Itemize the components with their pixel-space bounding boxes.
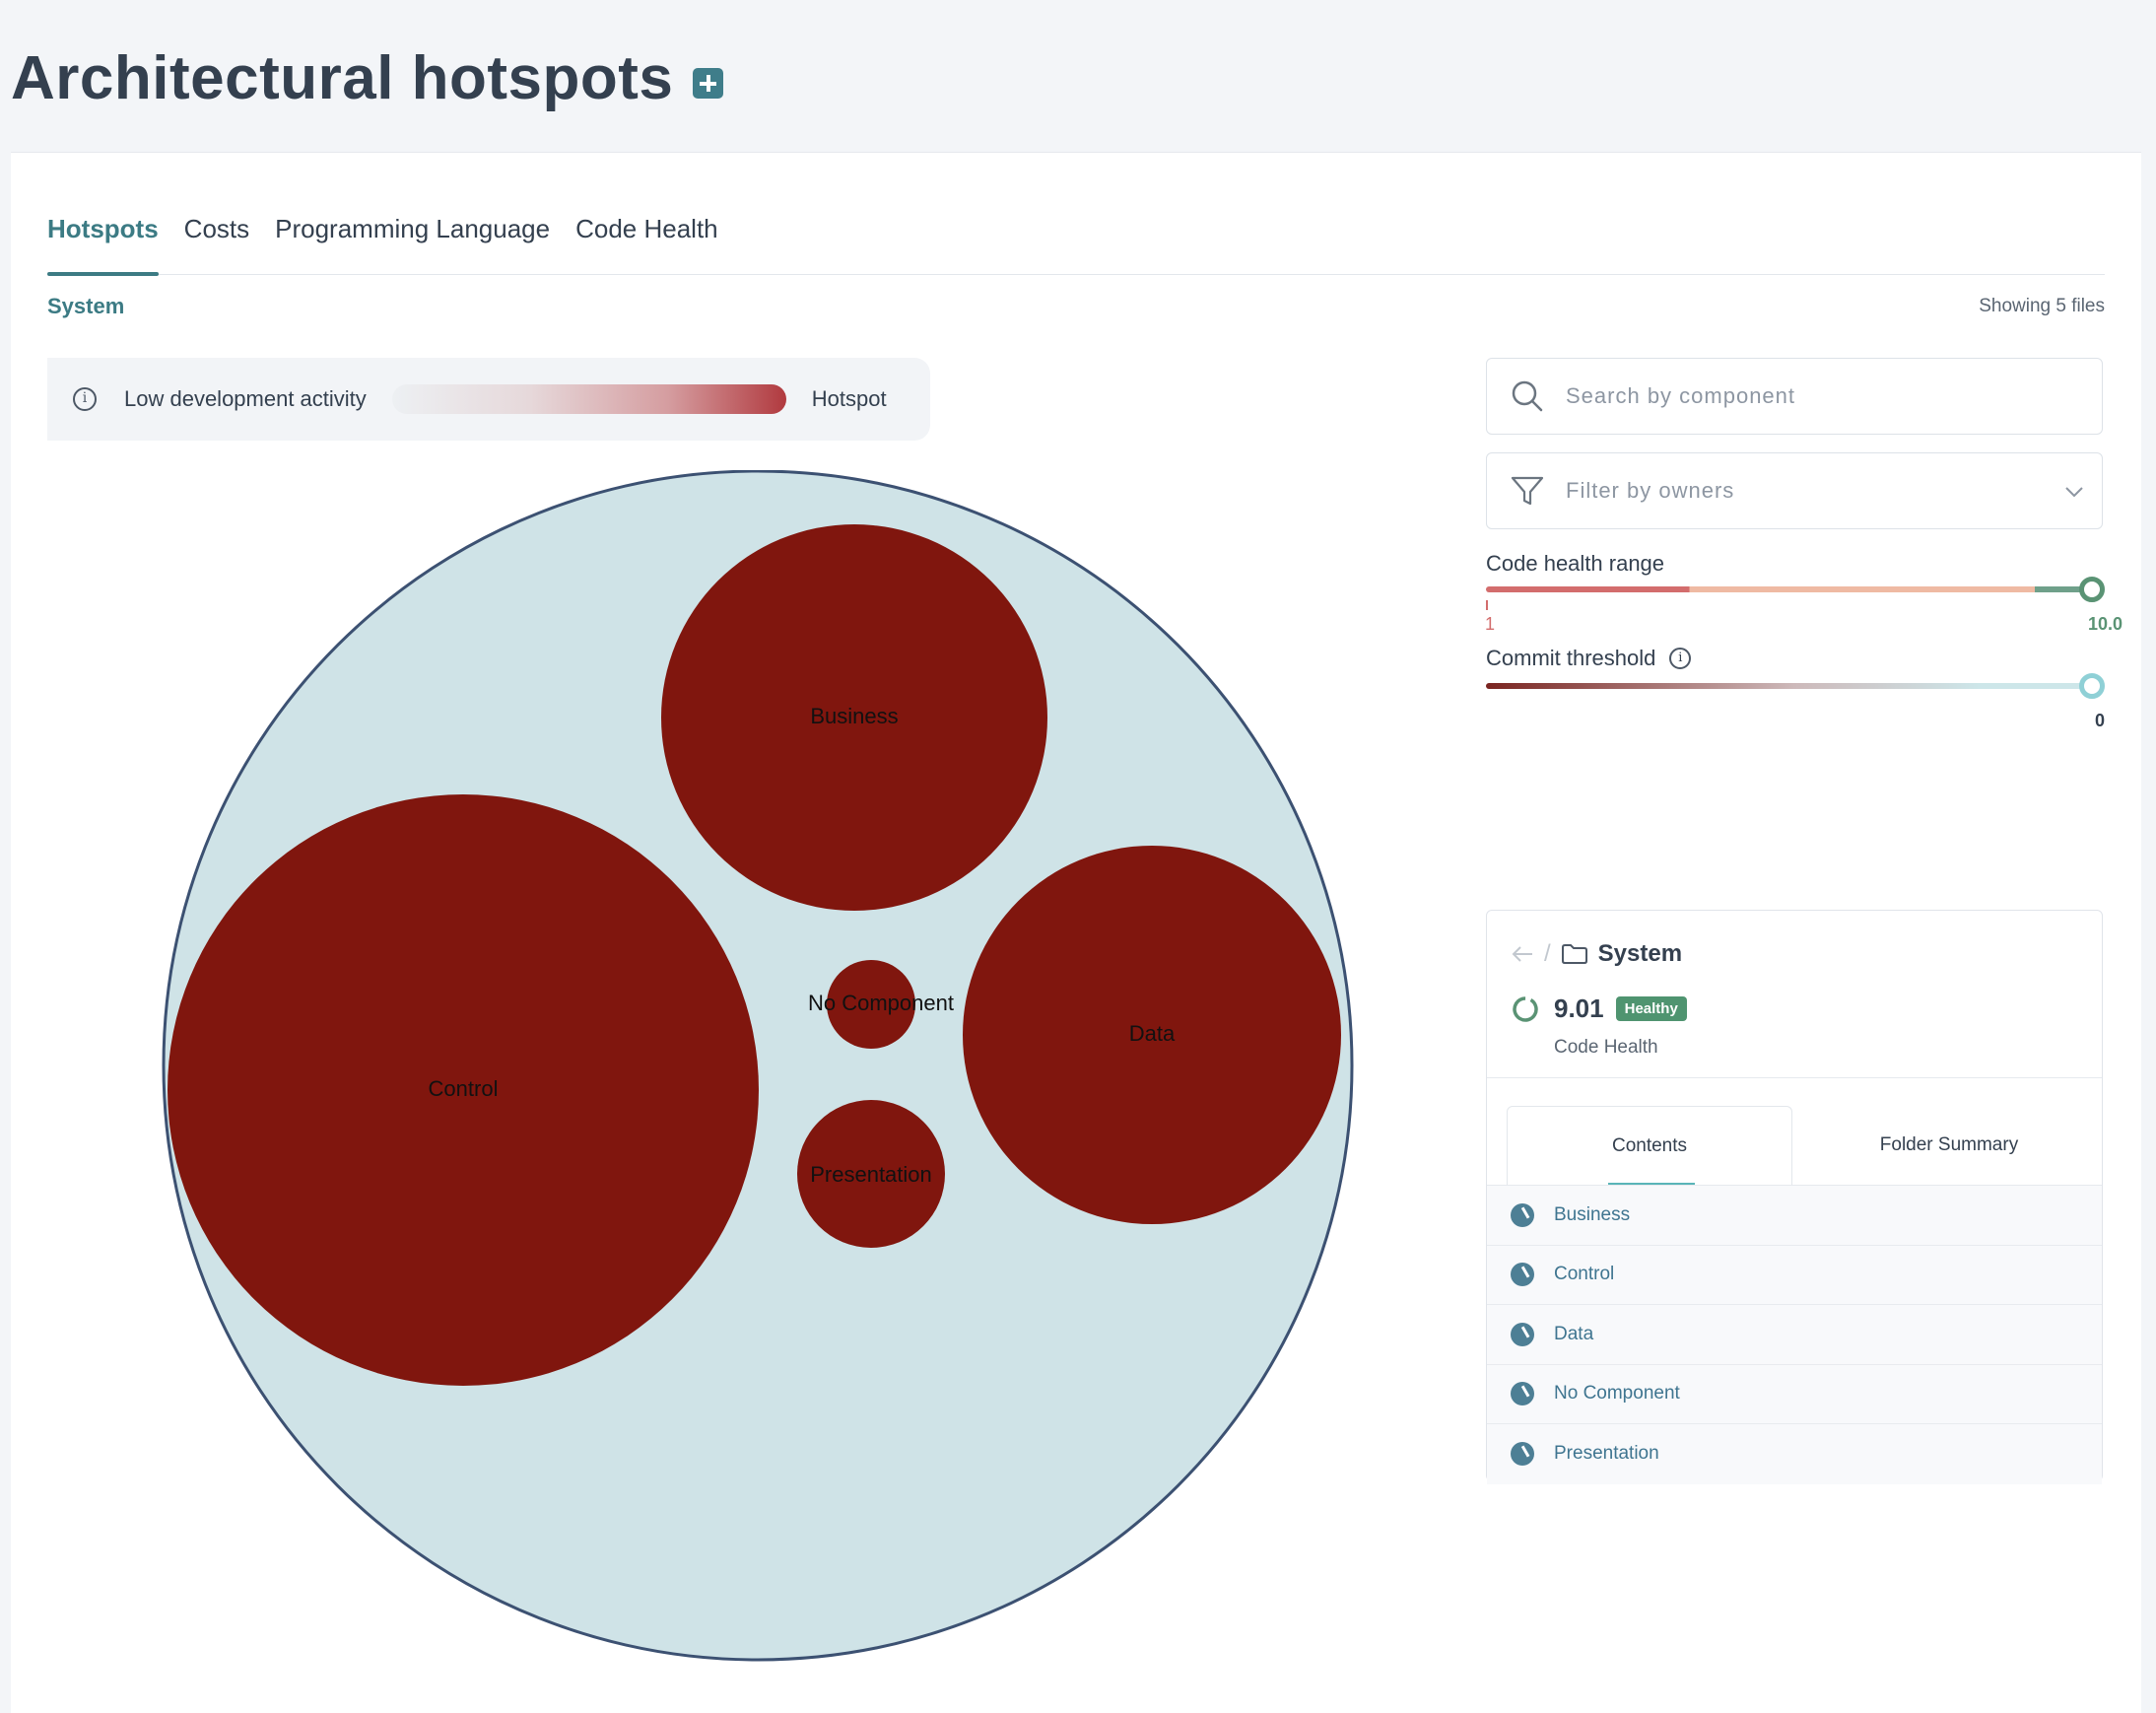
component-icon — [1511, 1263, 1534, 1287]
folder-card-header: / System 9.01 Healthy Code Health — [1487, 911, 2102, 1078]
page-title: Architectural hotspots — [11, 43, 724, 113]
list-item[interactable]: No Component — [1487, 1365, 2102, 1424]
file-count: Showing 5 files — [1979, 296, 2105, 316]
health-ring-icon — [1513, 995, 1538, 1022]
component-icon — [1511, 1442, 1534, 1467]
label-control: Control — [429, 1076, 499, 1101]
circle-data[interactable] — [963, 846, 1341, 1224]
list-item[interactable]: Business — [1487, 1186, 2102, 1246]
commit-threshold-value: 0 — [2094, 711, 2105, 730]
code-health-min-tick — [1486, 600, 1488, 610]
contents-list: Business Control Data No Component Prese… — [1487, 1185, 2102, 1484]
tab-hotspots[interactable]: Hotspots — [47, 178, 159, 276]
list-item[interactable]: Data — [1487, 1305, 2102, 1365]
commit-threshold-handle[interactable] — [2079, 673, 2105, 699]
score-value: 9.01 — [1554, 994, 1604, 1023]
page-title-text: Architectural hotspots — [11, 44, 674, 112]
code-health-min-label: 1 — [1485, 614, 1496, 634]
label-no-component: No Component — [808, 991, 954, 1015]
component-icon — [1511, 1382, 1534, 1406]
breadcrumb-separator: / — [1544, 940, 1551, 967]
label-business: Business — [810, 704, 898, 728]
tab-bar: Hotspots Costs Programming Language Code… — [47, 178, 2105, 276]
code-health-range-track[interactable] — [1486, 586, 2103, 592]
legend-high-label: Hotspot — [811, 386, 887, 411]
circle-no-component[interactable] — [827, 960, 915, 1049]
label-presentation: Presentation — [810, 1162, 932, 1187]
list-item[interactable]: Presentation — [1487, 1424, 2102, 1484]
circle-business[interactable] — [661, 524, 1047, 911]
folder-breadcrumb: / System — [1511, 940, 1682, 968]
search-icon — [1512, 380, 1543, 412]
code-health-range-max-handle[interactable] — [2079, 577, 2105, 602]
status-badge: Healthy — [1615, 996, 1687, 1021]
folder-icon — [1561, 944, 1587, 964]
component-icon — [1511, 1322, 1534, 1346]
breadcrumb[interactable]: System — [47, 294, 125, 318]
commit-threshold-track[interactable] — [1486, 683, 2103, 689]
tab-costs[interactable]: Costs — [183, 214, 250, 243]
list-item-label[interactable]: No Component — [1554, 1383, 1680, 1405]
info-icon[interactable]: i — [1669, 648, 1692, 669]
owner-filter-input[interactable]: Filter by owners — [1566, 478, 1735, 503]
info-icon[interactable] — [73, 387, 97, 411]
folder-name: System — [1597, 940, 1683, 967]
tab-contents[interactable]: Contents — [1507, 1106, 1792, 1185]
search-input[interactable]: Search by component — [1566, 383, 1796, 408]
hotspot-circle-pack[interactable]: Business Control Data No Component Prese… — [159, 470, 1361, 1675]
chevron-down-icon[interactable] — [2064, 486, 2084, 498]
code-health-max-label: 10.0 — [2087, 614, 2122, 634]
back-arrow-icon[interactable] — [1511, 944, 1534, 964]
score-label: Code Health — [1554, 1037, 1658, 1058]
legend-low-label: Low development activity — [124, 386, 367, 411]
tab-folder-summary[interactable]: Folder Summary — [1879, 1134, 2019, 1155]
tab-programming-language[interactable]: Programming Language — [275, 214, 551, 243]
circle-control[interactable] — [168, 794, 759, 1386]
list-item-label[interactable]: Data — [1554, 1323, 1594, 1344]
component-icon — [1511, 1202, 1534, 1227]
legend-gradient — [391, 384, 786, 414]
folder-card: / System 9.01 Healthy Code Health Conten… — [1486, 910, 2103, 1484]
add-icon[interactable] — [693, 68, 724, 99]
list-item[interactable]: Control — [1487, 1246, 2102, 1305]
commit-threshold-label: Commit threshold — [1486, 646, 1656, 670]
activity-legend: Low development activity Hotspot — [47, 358, 930, 441]
list-item-label[interactable]: Presentation — [1554, 1443, 1659, 1465]
list-item-label[interactable]: Control — [1554, 1264, 1615, 1285]
owner-filter[interactable]: Filter by owners — [1486, 452, 2103, 529]
commit-threshold-label-row: Commit threshold i — [1486, 646, 1692, 671]
code-health-score: 9.01 Healthy — [1511, 994, 1687, 1024]
label-data: Data — [1129, 1021, 1176, 1046]
folder-tabs: Contents Folder Summary — [1507, 1106, 2102, 1185]
list-item-label[interactable]: Business — [1554, 1203, 1631, 1225]
main-panel: Hotspots Costs Programming Language Code… — [11, 152, 2141, 1713]
code-health-range-label: Code health range — [1486, 551, 1665, 576]
search-field[interactable]: Search by component — [1486, 358, 2103, 435]
tab-code-health[interactable]: Code Health — [575, 214, 718, 243]
funnel-icon — [1511, 476, 1544, 506]
circle-presentation[interactable] — [797, 1100, 945, 1248]
